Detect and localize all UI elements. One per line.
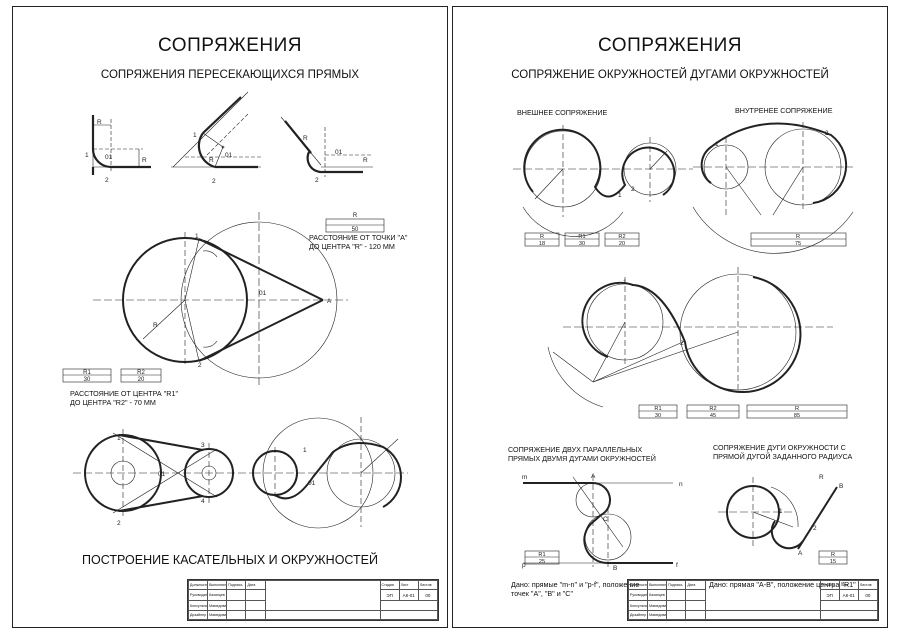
svg-text:f: f [676,562,678,569]
svg-text:25: 25 [539,559,545,565]
svg-text:2: 2 [105,177,109,184]
svg-text:B: B [839,483,843,490]
svg-text:85: 85 [794,413,800,419]
svg-text:C: C [603,516,608,523]
svg-text:2: 2 [813,525,817,532]
svg-text:15: 15 [830,559,836,565]
svg-text:75: 75 [795,241,801,247]
left-title: СОПРЯЖЕНИЯ [157,35,303,56]
svg-text:2: 2 [198,362,202,369]
svg-text:A: A [798,550,803,557]
svg-text:R: R [303,135,308,142]
svg-text:B: B [613,565,617,572]
table-r-header: R [353,213,358,219]
left-subtitle: СОПРЯЖЕНИЯ ПЕРЕСЕКАЮЩИХСЯ ПРЯМЫХ [100,69,360,81]
svg-text:30: 30 [579,241,585,247]
outer-fillet-label: ВНЕШНЕЕ СОПРЯЖЕНИЕ [517,108,608,117]
left-bottom-title: ПОСТРОЕНИЕ КАСАТЕЛЬНЫХ И ОКРУЖНОСТЕЙ [82,553,378,567]
svg-text:R: R [209,157,214,164]
table-r1-header: R1 [83,370,91,376]
table-r2-header: R2 [137,370,145,376]
svg-text:R: R [153,322,158,329]
svg-text:2: 2 [680,340,684,347]
svg-text:3: 3 [201,442,205,449]
svg-text:18: 18 [539,241,545,247]
note-distance-a: РАССТОЯНИЕ ОТ ТОЧКИ "А" ДО ЦЕНТРА "R" - … [309,233,408,251]
svg-text:01: 01 [259,290,267,297]
svg-text:45: 45 [710,413,716,419]
svg-text:R1: R1 [538,552,545,558]
svg-text:1: 1 [117,435,121,442]
svg-text:2: 2 [631,186,635,193]
table-r-value: 50 [352,227,359,233]
parallel-fillet-label: СОПРЯЖЕНИЕ ДВУХ ПАРАЛЛЕЛЬНЫХ ПРЯМЫХ ДВУМ… [508,445,656,463]
svg-text:01: 01 [105,154,113,161]
svg-text:1: 1 [715,141,719,148]
svg-text:1: 1 [623,279,627,286]
svg-text:2: 2 [825,130,829,137]
inner-fillet-label: ВНУТРЕНЕЕ СОПРЯЖЕНИЕ [735,106,833,115]
svg-text:R: R [796,234,800,240]
arc-line-fillet-label: СОПРЯЖЕНИЕ ДУГИ ОКРУЖНОСТИ С ПРЯМОЙ ДУГО… [713,443,853,461]
given-note-1: Дано: прямые "m-n" и "p-f", положение то… [511,580,640,598]
svg-text:1: 1 [303,447,307,454]
svg-text:01: 01 [335,149,343,156]
svg-text:A: A [327,298,332,305]
svg-text:01: 01 [225,152,233,159]
svg-text:p: p [522,562,526,569]
right-drawings: 1 2 1 2 1 2 m A n C p B f R B 1 2 A [513,122,854,572]
table-r2-value: 20 [138,377,145,383]
svg-text:2: 2 [117,520,121,527]
svg-text:A: A [591,473,596,480]
svg-text:1: 1 [85,152,89,159]
svg-text:2: 2 [212,178,216,185]
svg-text:01: 01 [158,471,166,478]
svg-text:1: 1 [618,192,622,199]
svg-text:R2: R2 [618,234,625,240]
svg-text:R: R [795,406,799,412]
left-sheet: СОПРЯЖЕНИЯ СОПРЯЖЕНИЯ ПЕРЕСЕКАЮЩИХСЯ ПРЯ… [12,6,448,628]
svg-text:20: 20 [619,241,625,247]
svg-text:4: 4 [201,498,205,505]
svg-text:1: 1 [779,508,783,515]
svg-text:1: 1 [195,233,199,240]
right-sheet: СОПРЯЖЕНИЯ СОПРЯЖЕНИЕ ОКРУЖНОСТЕЙ ДУГАМИ… [452,6,888,628]
svg-text:R: R [142,157,147,164]
svg-text:01: 01 [308,480,316,487]
svg-text:n: n [679,481,683,488]
svg-text:2: 2 [315,177,319,184]
svg-text:m: m [522,474,527,481]
table-r1-value: 30 [84,377,91,383]
note-distance-r: РАССТОЯНИЕ ОТ ЦЕНТРА "R1" ДО ЦЕНТРА "R2"… [70,389,178,407]
svg-text:R: R [819,474,824,481]
svg-text:30: 30 [655,413,661,419]
svg-text:R: R [540,234,544,240]
svg-text:R1: R1 [578,234,585,240]
svg-text:1: 1 [193,132,197,139]
right-subtitle: СОПРЯЖЕНИЕ ОКРУЖНОСТЕЙ ДУГАМИ ОКРУЖНОСТЕ… [511,69,829,81]
svg-text:R2: R2 [709,406,716,412]
svg-text:R: R [831,552,835,558]
svg-text:R: R [363,157,368,164]
svg-text:R1: R1 [654,406,661,412]
svg-text:R: R [97,119,102,126]
left-drawings: R 1 01 R 2 1 01 R 2 R 01 R 2 1 01 A 2 R … [62,91,408,529]
right-title: СОПРЯЖЕНИЯ [597,35,743,56]
